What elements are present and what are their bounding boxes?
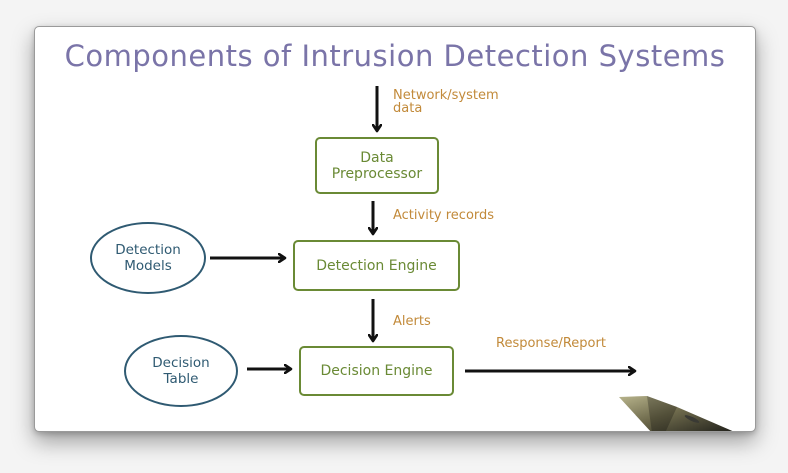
node-decision-table: Decision Table	[124, 335, 238, 407]
node-data-preprocessor: Data Preprocessor	[315, 137, 439, 194]
node-detection-engine: Detection Engine	[293, 240, 460, 291]
node-detection-models: Detection Models	[90, 222, 206, 294]
slide-canvas: Components of Intrusion Detection System…	[34, 26, 756, 432]
arrows-layer	[210, 86, 755, 431]
flow-label-input: Network/system data	[393, 88, 499, 116]
flow-label-alerts: Alerts	[393, 314, 431, 329]
stylus-pen-icon	[619, 396, 733, 431]
node-decision-engine: Decision Engine	[299, 346, 454, 396]
flow-label-response-report: Response/Report	[496, 336, 606, 351]
flow-label-activity-records: Activity records	[393, 208, 495, 223]
diagram-title: Components of Intrusion Detection System…	[64, 39, 726, 73]
